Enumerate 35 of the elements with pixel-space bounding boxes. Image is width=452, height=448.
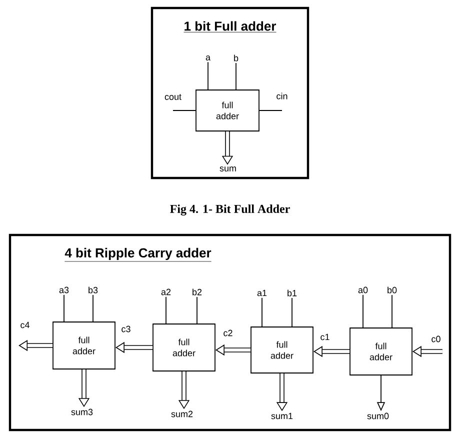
title: 1 bit Full adder (184, 21, 276, 32)
signal-label: a (206, 56, 210, 60)
adder-box: full adder (196, 90, 260, 132)
signal-label: sum3 (71, 408, 93, 416)
signal-label: b2 (192, 288, 202, 296)
signal-label: a2 (161, 288, 171, 296)
signal-label: b0 (388, 286, 397, 294)
adder-box: full adder (152, 324, 216, 372)
signal-line (92, 294, 94, 322)
edge-label: c1 (319, 332, 331, 342)
signal-label: cin (276, 92, 288, 100)
signal-label: a0 (358, 286, 368, 294)
signal-label: c4 (20, 322, 30, 328)
signal-line (259, 110, 282, 111)
signal-label: a1 (257, 290, 267, 296)
adder-box: full adder (52, 322, 116, 370)
signal-label: sum1 (271, 412, 293, 420)
signal-label: sum0 (367, 412, 389, 420)
caption: Fig 4. 1- Bit Full Adder (170, 204, 290, 216)
signal-line (196, 296, 198, 324)
signal-label: b3 (88, 286, 98, 294)
signal-line (172, 110, 196, 111)
adder-box: full adder (250, 326, 314, 374)
signal-label: b1 (288, 290, 297, 296)
signal-label: a3 (59, 286, 69, 294)
signal-label: cout (164, 94, 182, 100)
edge-label: c3 (120, 324, 132, 334)
signal-label: sum2 (171, 410, 193, 418)
adder-box: full adder (350, 328, 412, 376)
signal-label: sum (220, 166, 236, 172)
signal-line (362, 294, 364, 328)
signal-label: b (234, 54, 238, 62)
signal-label: c0 (432, 336, 440, 342)
edge-label: c2 (222, 328, 234, 338)
title: 4 bit Ripple Carry adder (64, 248, 212, 262)
